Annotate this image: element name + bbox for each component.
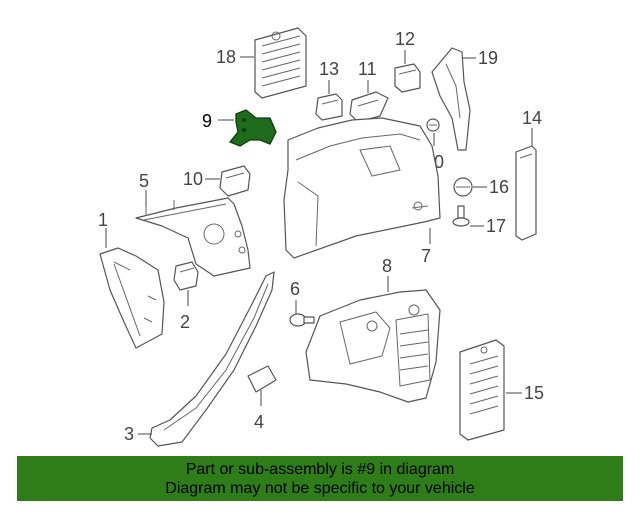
callout-10: 10 xyxy=(183,169,203,189)
banner-line-2: Diagram may not be specific to your vehi… xyxy=(165,479,475,497)
callout-16: 16 xyxy=(489,177,509,197)
callout-1: 1 xyxy=(98,210,108,230)
callout-4: 4 xyxy=(254,412,264,432)
part-11-lamp xyxy=(349,91,389,123)
part-20-clip xyxy=(426,118,440,132)
callout-12: 12 xyxy=(395,29,415,49)
part-1-pillar-trim xyxy=(99,247,165,349)
callout-19: 19 xyxy=(478,48,498,68)
callout-15: 15 xyxy=(524,383,544,403)
callout-9: 9 xyxy=(202,111,212,131)
callout-8: 8 xyxy=(382,256,392,276)
callout-5: 5 xyxy=(139,171,149,191)
callout-3: 3 xyxy=(124,424,134,444)
callout-14: 14 xyxy=(522,108,542,128)
part-2-clip xyxy=(173,261,199,291)
exploded-parts-diagram: 18 13 11 12 19 xyxy=(98,27,544,447)
part-15-vent-panel xyxy=(459,339,505,441)
callout-11: 11 xyxy=(358,59,377,79)
callout-2: 2 xyxy=(180,312,190,332)
part-10-bezel xyxy=(219,165,251,197)
callout-17: 17 xyxy=(486,216,506,236)
part-12-outlet xyxy=(394,63,421,93)
callout-18: 18 xyxy=(216,47,236,67)
part-14-trim-strip xyxy=(515,145,537,241)
part-4-cover xyxy=(247,365,277,393)
part-18-speaker xyxy=(254,27,307,99)
callout-7: 7 xyxy=(421,246,431,266)
banner-line-1: Part or sub-assembly is #9 in diagram xyxy=(185,460,455,478)
part-3-sill-trim xyxy=(149,271,275,447)
part-8-quarter-trim-lower xyxy=(305,289,441,403)
part-6-fastener xyxy=(289,313,315,327)
part-19-pillar-trim xyxy=(431,47,471,151)
part-5-pillar-trim-upper xyxy=(135,197,251,277)
info-banner: Part or sub-assembly is #9 in diagram Di… xyxy=(17,456,623,501)
part-16-cap xyxy=(453,177,473,197)
part-17-fastener xyxy=(452,205,470,227)
callout-13: 13 xyxy=(319,59,339,79)
part-7-quarter-trim-upper xyxy=(283,117,441,259)
callout-6: 6 xyxy=(290,279,300,299)
part-9-bracket xyxy=(228,109,277,147)
part-13-clip xyxy=(315,93,343,121)
